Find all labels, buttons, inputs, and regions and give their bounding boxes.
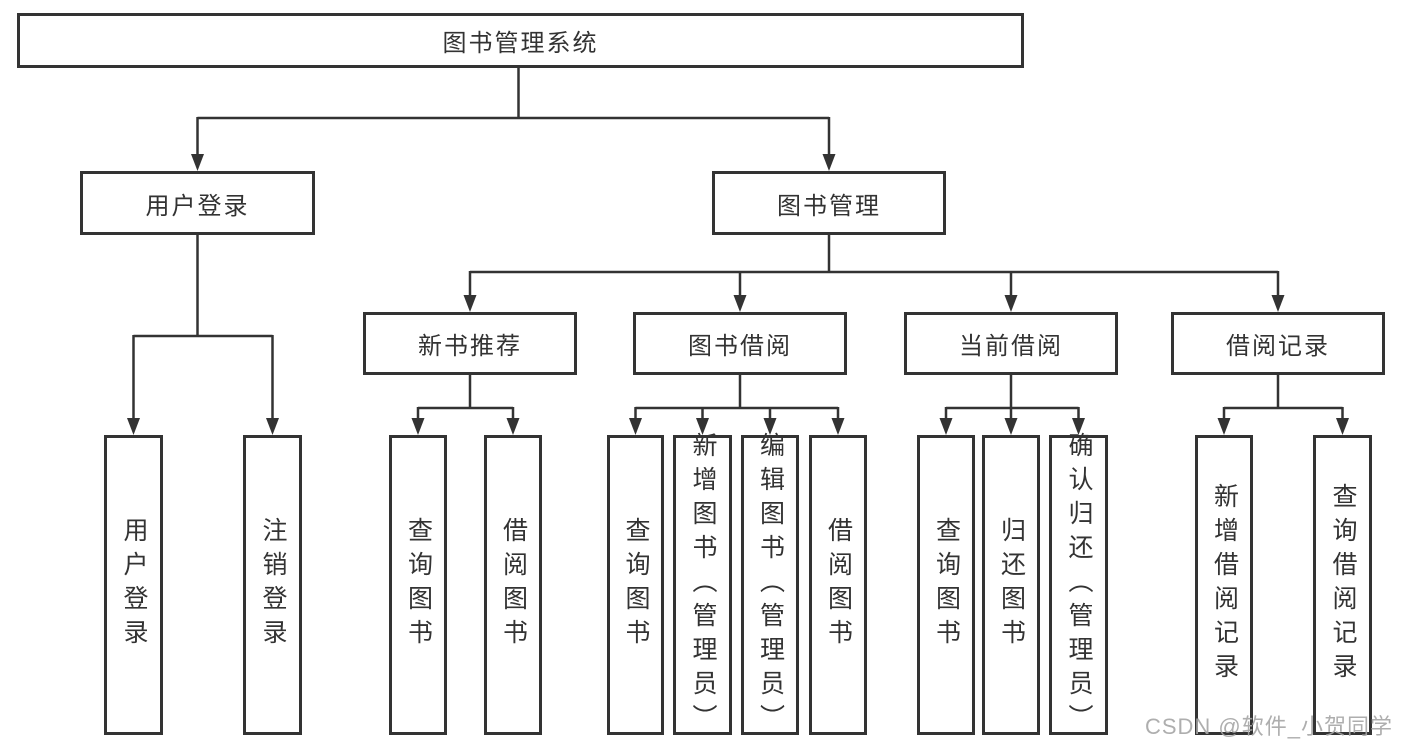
leaf-query-books-current-label: 查询图书 [932, 517, 961, 653]
node-book-management: 图书管理 [712, 171, 946, 235]
leaf-query-books-current: 查询图书 [917, 435, 975, 735]
leaf-return-book: 归还图书 [982, 435, 1040, 735]
leaf-user-login: 用户登录 [104, 435, 163, 735]
node-new-book-recommend-label: 新书推荐 [418, 333, 522, 360]
leaf-edit-book-admin: 编辑图书（管理员） [741, 432, 799, 738]
leaf-add-book-admin: 新增图书（管理员） [673, 432, 732, 738]
node-book-management-label: 图书管理 [777, 192, 881, 220]
leaf-query-borrow-record: 查询借阅记录 [1313, 435, 1372, 735]
leaf-borrow-books-recommend: 借阅图书 [484, 435, 542, 735]
leaf-return-book-label: 归还图书 [997, 517, 1026, 653]
leaf-logout: 注销登录 [243, 435, 302, 735]
leaf-add-borrow-record: 新增借阅记录 [1195, 435, 1253, 735]
node-book-borrow: 图书借阅 [633, 312, 847, 375]
leaf-borrow-books-label: 借阅图书 [824, 517, 853, 653]
node-book-borrow-label: 图书借阅 [688, 333, 792, 360]
leaf-query-books-recommend-label: 查询图书 [404, 517, 433, 653]
node-current-borrow-label: 当前借阅 [959, 333, 1063, 360]
leaf-edit-book-admin-label: 编辑图书（管理员） [756, 432, 785, 738]
leaf-user-login-label: 用户登录 [120, 517, 148, 653]
leaf-query-books-borrow: 查询图书 [607, 435, 664, 735]
leaf-query-books-recommend: 查询图书 [389, 435, 447, 735]
leaf-query-books-borrow-label: 查询图书 [622, 517, 650, 653]
leaf-borrow-books: 借阅图书 [809, 435, 867, 735]
node-user-login: 用户登录 [80, 171, 315, 235]
leaf-borrow-books-recommend-label: 借阅图书 [499, 517, 528, 653]
node-borrow-record-label: 借阅记录 [1226, 333, 1330, 360]
leaf-logout-label: 注销登录 [259, 517, 287, 653]
node-current-borrow: 当前借阅 [904, 312, 1118, 375]
leaf-add-borrow-record-label: 新增借阅记录 [1210, 483, 1239, 687]
node-library-management-system: 图书管理系统 [17, 13, 1024, 68]
leaf-query-borrow-record-label: 查询借阅记录 [1329, 483, 1357, 687]
leaf-confirm-return-admin-label: 确认归还（管理员） [1065, 432, 1093, 738]
leaf-confirm-return-admin: 确认归还（管理员） [1049, 432, 1108, 738]
leaf-add-book-admin-label: 新增图书（管理员） [689, 432, 717, 738]
csdn-watermark: CSDN @软件_小贺同学 [1144, 714, 1393, 739]
node-borrow-record: 借阅记录 [1171, 312, 1385, 375]
node-user-login-label: 用户登录 [145, 192, 250, 220]
node-library-management-system-label: 图书管理系统 [442, 30, 599, 57]
node-new-book-recommend: 新书推荐 [363, 312, 577, 375]
